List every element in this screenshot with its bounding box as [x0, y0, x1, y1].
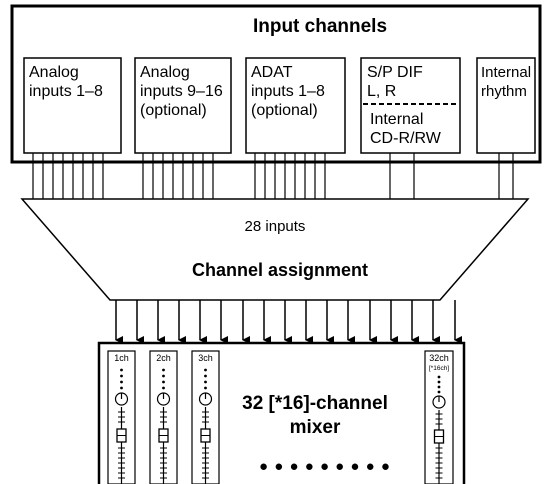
source-label-line: Internal: [481, 64, 531, 81]
source-label-line: ADAT: [251, 64, 293, 81]
output-arrows: [115, 300, 462, 344]
source-label-line: L, R: [367, 83, 396, 100]
source-label-line: Analog: [29, 64, 79, 81]
channel-strip-2: 2ch: [149, 350, 178, 484]
source-label-line: inputs 1–8: [29, 83, 103, 100]
channel-strip-label: 32ch: [429, 353, 449, 363]
input-signal-lines: [32, 153, 514, 199]
source-label-line: inputs 9–16: [140, 83, 223, 100]
source-box-spdif-cdrw: S/P DIF L, R Internal CD-R/RW: [360, 57, 461, 154]
source-label-line: (optional): [251, 102, 318, 119]
input-channels-panel: Input channels Analog inputs 1–8 Analog …: [10, 4, 542, 164]
channel-continuation-dots: ● ● ● ● ● ● ● ● ●: [259, 458, 391, 475]
channel-strip-label: 3ch: [198, 353, 213, 363]
inputs-count-label: 28 inputs: [245, 218, 306, 235]
channel-strip-3: 3ch: [191, 350, 220, 484]
mixer-panel: 1ch 2ch: [97, 341, 466, 484]
channel-strip-sublabel: [*16ch]: [429, 365, 449, 372]
source-label-line: inputs 1–8: [251, 83, 325, 100]
mixer-title-line-1: 32 [*16]-channel: [242, 393, 388, 414]
source-label-line: Analog: [140, 64, 190, 81]
channel-assignment-title: Channel assignment: [192, 260, 368, 280]
source-box-analog-1-8: Analog inputs 1–8: [23, 57, 122, 154]
source-label-line: (optional): [140, 102, 207, 119]
channel-strip-label: 2ch: [156, 353, 171, 363]
source-label-line: Internal: [370, 111, 423, 128]
mixer-title-line-2: mixer: [290, 417, 341, 438]
source-label-line: rhythm: [481, 83, 527, 100]
channel-assignment-block: 28 inputs Channel assignment: [20, 198, 530, 301]
channel-strip-32: 32ch [*16ch]: [424, 350, 454, 484]
input-channels-title: Input channels: [253, 16, 387, 37]
source-box-internal-rhythm: Internal rhythm: [476, 57, 536, 154]
source-label-line: CD-R/RW: [370, 130, 442, 147]
channel-strip-1: 1ch: [107, 350, 136, 484]
source-label-line: S/P DIF: [367, 64, 423, 81]
channel-strip-label: 1ch: [114, 353, 129, 363]
source-box-analog-9-16: Analog inputs 9–16 (optional): [134, 57, 232, 154]
source-box-adat-1-8: ADAT inputs 1–8 (optional): [245, 57, 346, 154]
